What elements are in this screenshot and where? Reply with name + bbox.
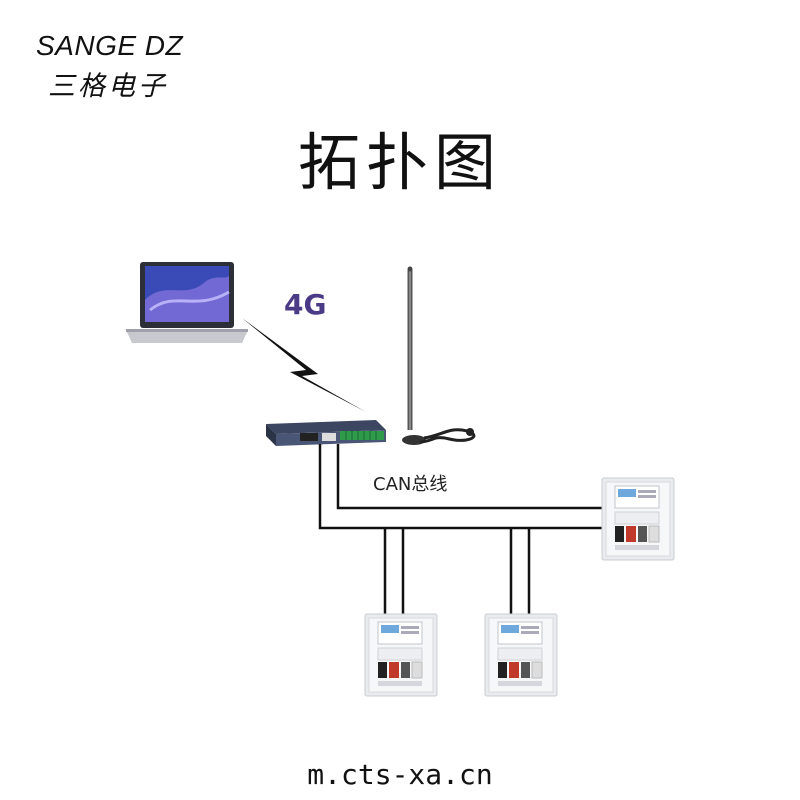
brand-name-cn: 三格电子 xyxy=(48,71,168,102)
brand-name-en: SANGE DZ xyxy=(36,30,184,61)
gateway-device xyxy=(266,420,386,446)
laptop-icon xyxy=(126,262,248,343)
website-url[interactable]: m.cts-xa.cn xyxy=(307,758,493,791)
controller-panel-left xyxy=(364,613,438,697)
controller-panel-right xyxy=(601,477,675,561)
page-title: 拓扑图 xyxy=(297,126,502,199)
label-4g: 4G xyxy=(284,288,327,321)
antenna-icon xyxy=(402,266,476,445)
controller-panel-middle xyxy=(484,613,558,697)
can-bus-wiring xyxy=(318,444,612,614)
wireless-link-icon xyxy=(242,318,366,412)
label-can-bus: CAN总线 xyxy=(373,474,448,495)
